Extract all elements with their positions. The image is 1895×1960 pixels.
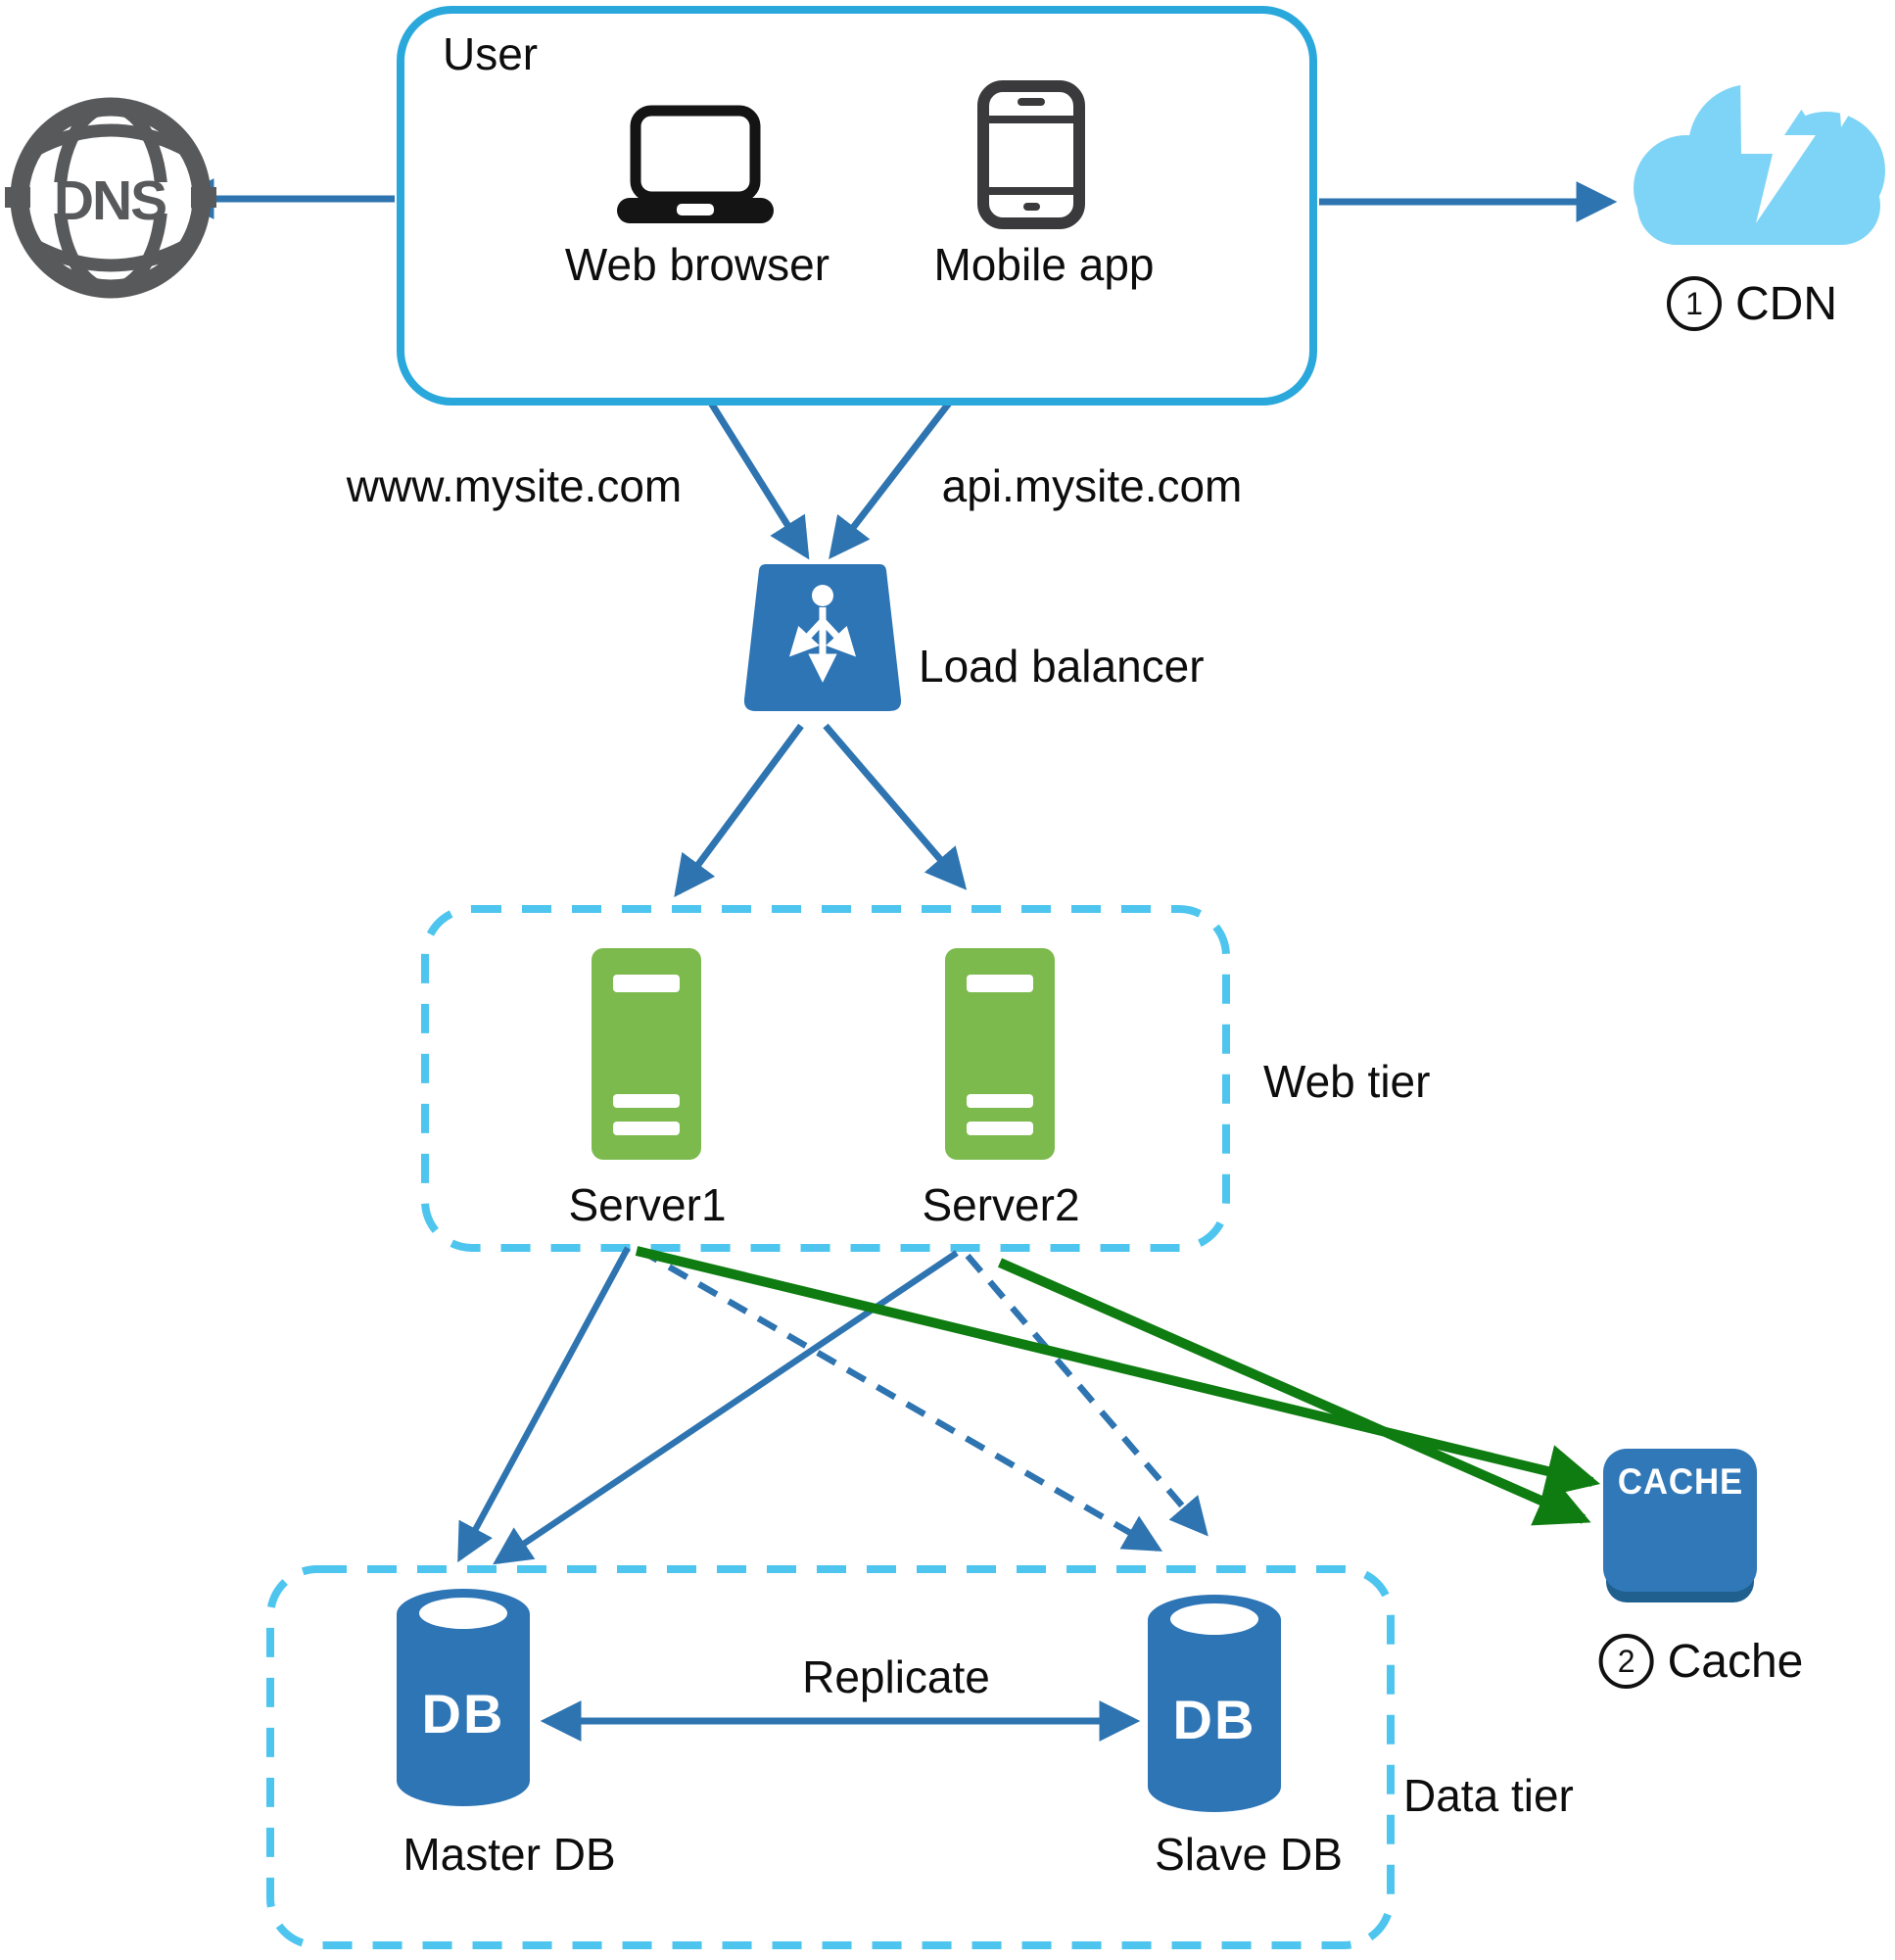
arrow-server1-to-cache <box>635 1246 1601 1498</box>
slave-db-label: Slave DB <box>1155 1829 1343 1880</box>
server1-label: Server1 <box>568 1179 727 1230</box>
mobile-app-label: Mobile app <box>933 239 1155 290</box>
server-slot <box>613 1122 680 1135</box>
cache-icon: CACHE <box>1603 1449 1757 1592</box>
slave-db-icon-text: DB <box>1172 1689 1256 1750</box>
arrow-lb-to-server2 <box>823 723 968 890</box>
web-tier-label: Web tier <box>1263 1056 1431 1107</box>
replicate-label: Replicate <box>802 1651 990 1702</box>
load-balancer-icon <box>743 564 902 711</box>
arrow-server1-to-slave-db-dashed <box>638 1247 1163 1552</box>
server-slot <box>967 1094 1033 1108</box>
arrow-server2-to-cache <box>997 1258 1591 1526</box>
lightning-bolt-icon <box>1740 71 1876 223</box>
arrow-server2-to-master-db <box>493 1250 959 1565</box>
web-browser-label: Web browser <box>564 239 830 290</box>
server-slot <box>613 1094 680 1108</box>
server-icon <box>592 948 701 1160</box>
domain-label-web: www.mysite.com <box>346 460 683 511</box>
arrow-server1-to-master-db <box>457 1246 631 1563</box>
globe-icon <box>5 97 216 299</box>
server-slot <box>967 1122 1033 1135</box>
dns-label: DNS <box>53 169 167 232</box>
cache-box-text: CACHE <box>1617 1461 1743 1502</box>
arrow-lb-to-server1 <box>674 723 804 898</box>
user-box <box>397 6 1317 406</box>
arrow-server2-to-slave-db-dashed <box>965 1253 1208 1537</box>
load-balancer-label: Load balancer <box>919 641 1205 692</box>
cdn-annotation: 1 CDN <box>1667 276 1837 331</box>
cache-label: Cache <box>1667 1635 1804 1688</box>
cloud-lightning-icon <box>1634 71 1885 245</box>
cache-number-badge: 2 <box>1598 1634 1654 1689</box>
database-cylinder-icon <box>1148 1595 1281 1812</box>
user-box-title: User <box>443 28 539 79</box>
server2-label: Server2 <box>922 1179 1080 1230</box>
server-icon <box>945 948 1055 1160</box>
data-tier-box <box>266 1565 1395 1949</box>
server-slot <box>967 975 1033 992</box>
server-slot <box>613 975 680 992</box>
data-tier-label: Data tier <box>1403 1770 1574 1821</box>
master-db-icon-text: DB <box>421 1683 505 1745</box>
web-tier-box <box>421 905 1230 1252</box>
database-cylinder-icon <box>397 1589 530 1806</box>
master-db-label: Master DB <box>403 1829 616 1880</box>
domain-label-api: api.mysite.com <box>941 460 1243 511</box>
cache-annotation: 2 Cache <box>1598 1634 1804 1689</box>
smartphone-icon <box>977 80 1085 229</box>
laptop-icon <box>617 105 774 223</box>
cdn-label: CDN <box>1735 277 1837 330</box>
cdn-number-badge: 1 <box>1667 276 1722 331</box>
